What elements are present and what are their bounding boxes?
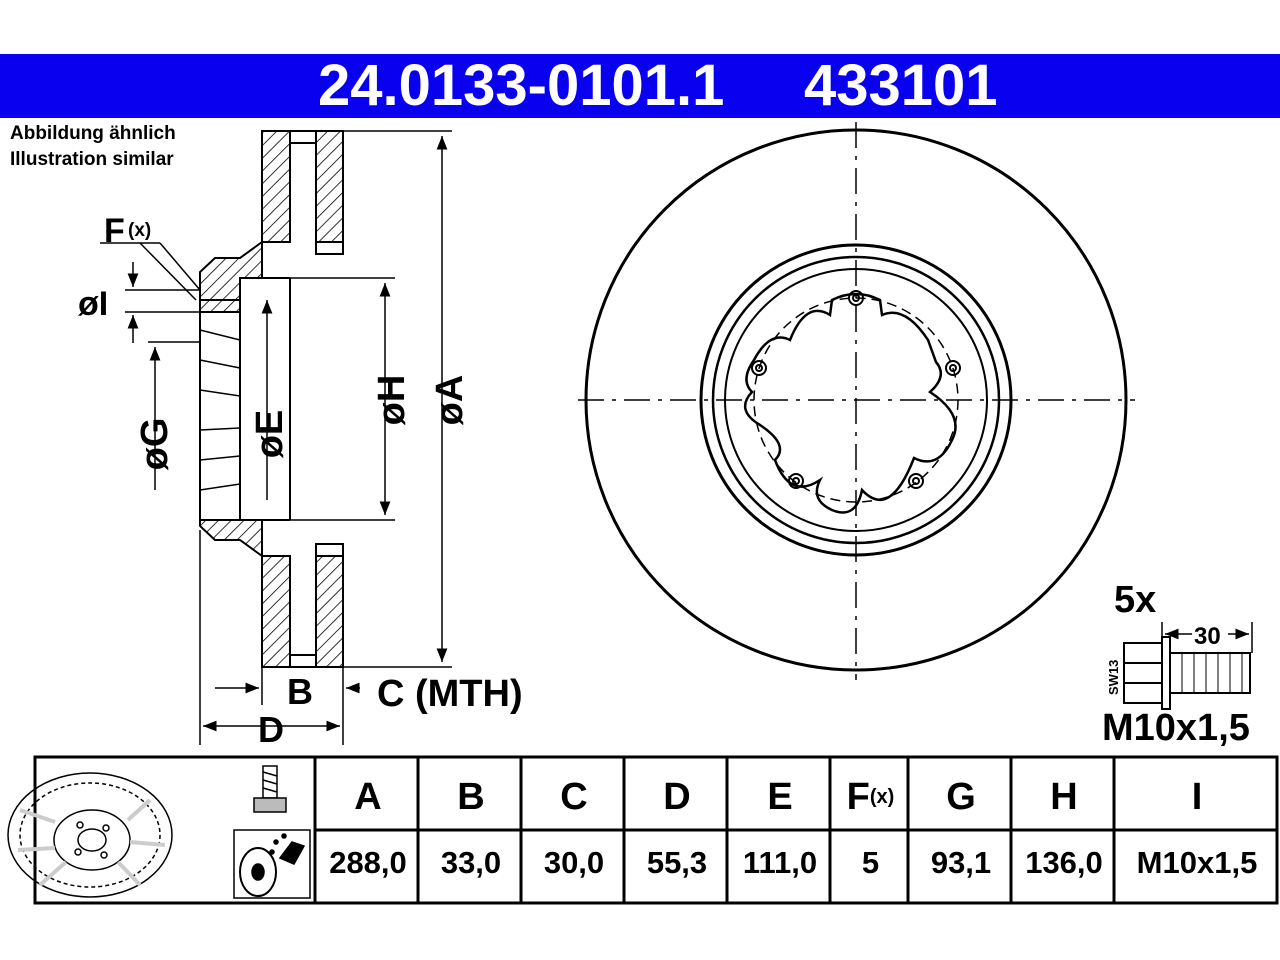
column-header-C: C <box>560 776 588 818</box>
label-B: B <box>287 671 313 712</box>
label-E: øE <box>249 410 291 459</box>
column-header-B: B <box>457 776 485 818</box>
value-D: 55,3 <box>646 845 708 880</box>
bolt-count: 5x <box>1114 579 1156 621</box>
value-A: 288,0 <box>329 845 407 880</box>
wheel-bolt-icon <box>1123 622 1253 710</box>
reference-number: 433101 <box>804 53 998 118</box>
label-F: F <box>104 212 125 250</box>
column-header-A: A <box>354 776 382 818</box>
label-A: øA <box>429 375 471 426</box>
illustration-note-en: Illustration similar <box>10 149 174 170</box>
disc-cross-section <box>199 130 344 668</box>
value-H: 136,0 <box>1025 845 1103 880</box>
spray-cleaner-icon <box>233 829 311 899</box>
bolt-thread: M10x1,5 <box>1102 707 1250 749</box>
value-B: 33,0 <box>440 845 502 880</box>
centre-bore-scallops <box>743 292 957 514</box>
outer-plate-top <box>261 130 291 243</box>
column-header-D: D <box>663 776 691 818</box>
inner-plate-top <box>315 130 344 243</box>
label-F-suffix: (x) <box>128 220 151 241</box>
value-I: M10x1,5 <box>1136 845 1258 880</box>
column-header-F-suffix: (x) <box>869 786 895 808</box>
inner-plate-bottom <box>315 555 344 668</box>
column-header-E: E <box>767 776 793 818</box>
section-dimensions <box>100 130 452 745</box>
column-header-F-letter: F <box>846 776 870 818</box>
column-header-I: I <box>1191 776 1203 818</box>
outer-plate-bottom <box>261 555 291 668</box>
bolt-length: 30 <box>1194 623 1221 650</box>
value-C: 30,0 <box>543 845 605 880</box>
part-number: 24.0133-0101.1 <box>318 53 725 118</box>
bolt-icon <box>253 765 287 813</box>
value-E: 111,0 <box>742 845 818 880</box>
wrench-size: SW13 <box>1106 660 1121 695</box>
value-G: 93,1 <box>930 845 992 880</box>
column-header-F: F(x) <box>833 772 908 822</box>
disc-front-view <box>578 122 1135 680</box>
disc-thumbnail-icon <box>7 772 173 898</box>
column-header-H: H <box>1050 776 1078 818</box>
label-G: øG <box>134 418 176 471</box>
label-D: D <box>258 709 284 750</box>
illustration-note-de: Abbildung ähnlich <box>10 123 176 144</box>
label-I: øI <box>78 285 108 323</box>
title-banner: 24.0133-0101.1 433101 <box>0 54 1280 118</box>
label-H: øH <box>371 375 413 426</box>
value-F: 5 <box>861 845 880 880</box>
column-header-G: G <box>946 776 976 818</box>
label-C: C (MTH) <box>377 673 523 715</box>
